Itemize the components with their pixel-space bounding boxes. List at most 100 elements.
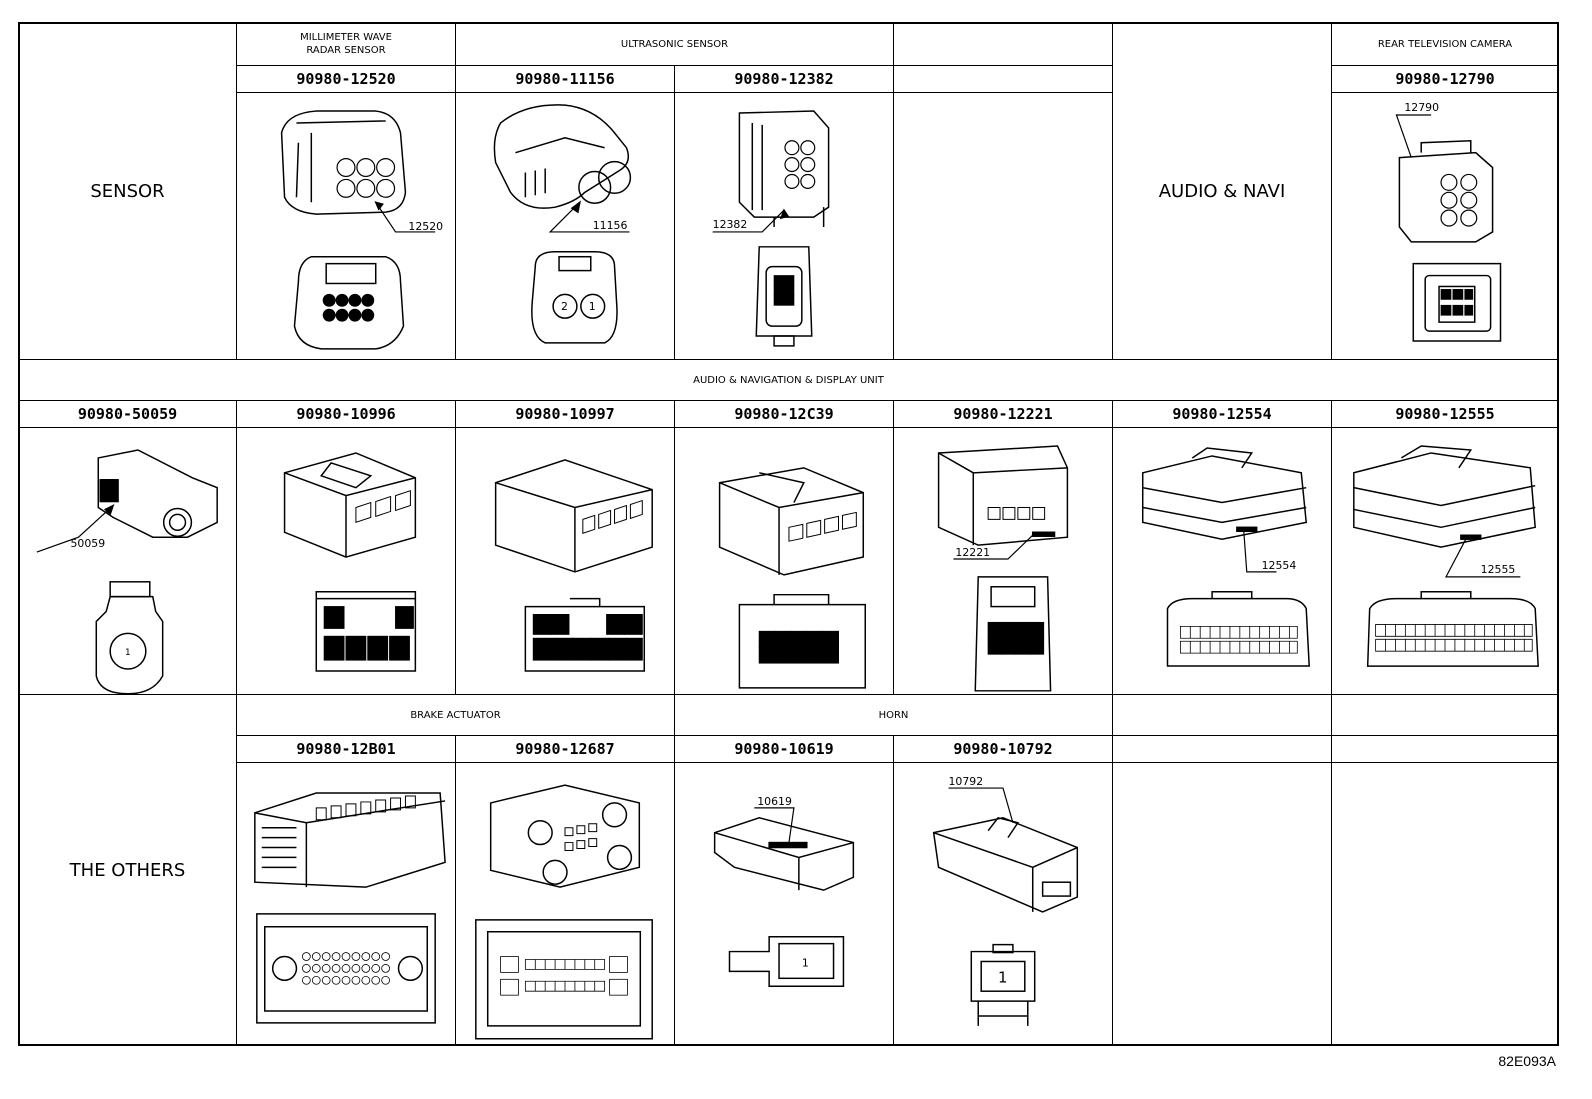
pin-label: 1 <box>763 635 769 646</box>
part-number-10792: 90980-10792 <box>893 735 1113 763</box>
empty-cell <box>1112 762 1332 1046</box>
header-millimeter-text: MILLIMETER WAVE RADAR SENSOR <box>300 32 392 56</box>
part-number-text: 90980-10792 <box>953 740 1053 758</box>
connector-10997-drawing: 1 2 3 4 5 6 7 8 9 10 <box>455 427 675 695</box>
part-number-50059: 90980-50059 <box>18 400 237 428</box>
connector-12554-drawing: 12554 <box>1112 427 1332 695</box>
part-number-empty <box>1112 735 1332 763</box>
part-number-text: 90980-12382 <box>734 70 834 88</box>
header-millimeter-wave: MILLIMETER WAVE RADAR SENSOR <box>236 22 456 66</box>
callout-12555: 12555 <box>1481 563 1516 576</box>
pin-label: 1 <box>802 956 809 969</box>
callout-10619: 10619 <box>757 795 792 808</box>
part-number-text: 90980-12554 <box>1172 405 1272 423</box>
header-empty-col5 <box>893 22 1113 66</box>
pin-label: 6 <box>560 644 567 657</box>
part-number-empty <box>1331 735 1559 763</box>
header-brake-text: BRAKE ACTUATOR <box>410 709 501 721</box>
part-number-10996: 90980-10996 <box>236 400 456 428</box>
pin-label: 7 <box>339 311 345 321</box>
part-number-12687: 90980-12687 <box>455 735 675 763</box>
pin-label: 5 <box>539 644 546 657</box>
pin-label: 2 <box>556 618 563 631</box>
pin-label: 3 <box>330 642 337 655</box>
header-horn: HORN <box>674 694 1113 736</box>
pin-label: 3 <box>1019 624 1026 637</box>
pin-label: 4 <box>1033 624 1040 637</box>
connector-12C39-drawing: 1 2 3 4 5 6 7 8 9 10 <box>674 427 894 695</box>
pin-label: 3 <box>795 635 801 646</box>
group-sensor-text: SENSOR <box>90 180 165 202</box>
pin-label: 1 <box>776 276 781 285</box>
callout-12520: 12520 <box>408 220 443 233</box>
pin-label: 4 <box>786 286 791 295</box>
part-number-12382: 90980-12382 <box>674 65 894 93</box>
pin-label: 6 <box>786 296 791 305</box>
part-number-12554: 90980-12554 <box>1112 400 1332 428</box>
header-empty <box>1331 694 1559 736</box>
pin-label: 6 <box>1005 640 1012 653</box>
figure-reference: 82E093A <box>1498 1053 1556 1069</box>
pin-label: 8 <box>1033 640 1040 653</box>
pin-label: 1 <box>998 968 1007 986</box>
part-number-text: 90980-12C39 <box>734 405 834 423</box>
part-number-text: 90980-12B01 <box>296 740 396 758</box>
connector-10619-drawing: 10619 1 <box>674 762 894 1046</box>
pin-label: 2 <box>352 296 358 306</box>
pin-label: 3 <box>612 618 619 631</box>
part-number-text: 90980-10619 <box>734 740 834 758</box>
part-number-11156: 90980-11156 <box>455 65 675 93</box>
pin-label: 8 <box>596 644 603 657</box>
callout-12790: 12790 <box>1404 101 1439 114</box>
callout-10792: 10792 <box>949 775 984 788</box>
pin-label: 1 <box>125 648 131 658</box>
pin-label: 10 <box>627 644 641 657</box>
callout-12221: 12221 <box>955 546 990 559</box>
header-ultrasonic: ULTRASONIC SENSOR <box>455 22 894 66</box>
pin-label: 2 <box>1005 624 1012 637</box>
pin-label: 1 <box>991 624 998 637</box>
pin-label: 5 <box>991 640 998 653</box>
pin-label: 1 <box>330 611 337 624</box>
header-rear-camera-text: REAR TELEVISION CAMERA <box>1377 38 1513 50</box>
pin-label: 4 <box>352 642 359 655</box>
header-rear-camera: REAR TELEVISION CAMERA <box>1331 22 1559 66</box>
part-number-12221: 90980-12221 <box>893 400 1113 428</box>
connector-12382-drawing: 12382 1 2 3 4 5 6 <box>674 92 894 360</box>
pin-label: 9 <box>614 644 621 657</box>
part-number-text: 90980-12520 <box>296 70 396 88</box>
callout-12382: 12382 <box>713 218 748 231</box>
pin-label: 3 <box>1466 291 1470 299</box>
pin-label: 7 <box>779 651 785 662</box>
part-number-text: 90980-12790 <box>1395 70 1495 88</box>
pin-label: 5 <box>374 642 381 655</box>
connector-12520-drawing: 12520 4 3 2 1 8 7 6 5 <box>236 92 456 360</box>
part-number-12555: 90980-12555 <box>1331 400 1559 428</box>
part-number-text: 90980-11156 <box>515 70 615 88</box>
callout-50059: 50059 <box>71 537 106 550</box>
pin-label: 2 <box>401 611 408 624</box>
connector-11156-drawing: 11156 2 1 <box>455 92 675 360</box>
connector-10996-drawing: 1 2 3 4 5 6 <box>236 427 456 695</box>
pin-label: 4 <box>1443 307 1448 315</box>
group-audio-nav-display-text: AUDIO & NAVIGATION & DISPLAY UNIT <box>693 374 884 386</box>
pin-label: 2 <box>1455 291 1459 299</box>
pin-label: 8 <box>326 311 332 321</box>
pin-label: 4 <box>629 618 636 631</box>
connector-50059-drawing: 50059 1 <box>18 427 237 695</box>
header-horn-text: HORN <box>878 709 909 721</box>
part-number-text: 90980-50059 <box>77 405 178 423</box>
pin-label: 3 <box>776 286 781 295</box>
empty-cell <box>893 92 1113 360</box>
pin-label: 2 <box>779 635 785 646</box>
part-number-12B01: 90980-12B01 <box>236 735 456 763</box>
connector-chart: SENSOR MILLIMETER WAVE RADAR SENSOR ULTR… <box>18 22 1559 1046</box>
part-number-text: 90980-12555 <box>1395 405 1495 423</box>
connector-12221-drawing: 12221 1 2 3 4 5 6 7 8 <box>893 427 1113 695</box>
group-others-text: THE OTHERS <box>69 859 186 881</box>
pin-label: 6 <box>1466 307 1470 315</box>
pin-label: 1 <box>365 296 371 306</box>
pin-label: 6 <box>763 651 769 662</box>
connector-10792-drawing: 10792 1 <box>893 762 1113 1046</box>
part-number-text: 90980-12687 <box>515 740 615 758</box>
